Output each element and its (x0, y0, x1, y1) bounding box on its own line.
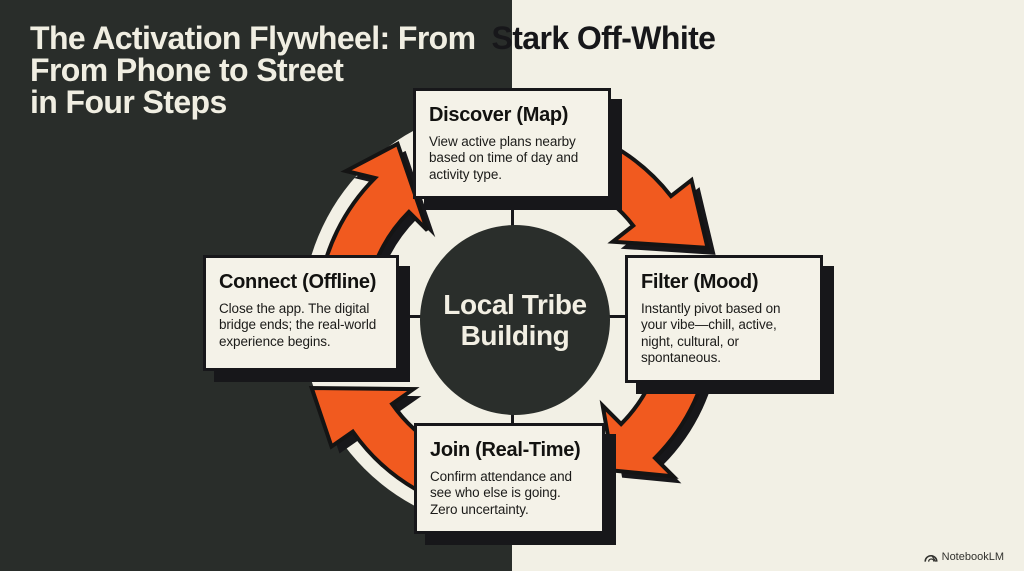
step-title-filter: Filter (Mood) (641, 271, 759, 293)
step-card-discover: Discover (Map) View active plans nearby … (413, 88, 611, 200)
connector-left (394, 315, 428, 318)
notebooklm-icon (924, 552, 938, 563)
step-title-discover: Discover (Map) (429, 104, 569, 126)
connector-bottom (511, 402, 514, 436)
hub-circle: Local Tribe Building (420, 225, 610, 415)
step-title-join: Join (Real-Time) (430, 439, 581, 461)
hub-label: Local Tribe Building (443, 288, 587, 351)
page-title-line3: in Four Steps (30, 84, 227, 120)
page-title: The Activation Flywheel: From Stark Off-W… (30, 20, 716, 120)
step-card-join: Join (Real-Time) Confirm attendance and … (414, 423, 605, 535)
step-card-filter: Filter (Mood) Instantly pivot based on y… (625, 255, 823, 383)
step-title-connect: Connect (Offline) (219, 271, 377, 293)
notebooklm-branding: NotebookLM (924, 551, 1004, 563)
page-title-line2: From Phone to Street (30, 52, 344, 88)
title-segment-dark-bg: The Activation Flywheel: From (30, 20, 476, 56)
connector-right (602, 315, 632, 318)
step-description-discover: View active plans nearby based on time o… (429, 134, 579, 182)
connector-top (511, 196, 514, 240)
step-card-connect: Connect (Offline) Close the app. The dig… (203, 255, 399, 371)
page-title-line1: The Activation Flywheel: From Stark Off-W… (30, 20, 716, 56)
step-description-join: Confirm attendance and see who else is g… (430, 469, 572, 517)
notebooklm-label: NotebookLM (941, 551, 1004, 563)
step-description-connect: Close the app. The digital bridge ends; … (219, 301, 377, 349)
step-description-filter: Instantly pivot based on your vibe—chill… (641, 301, 781, 366)
title-segment-light-bg: Stark Off-White (491, 20, 716, 56)
